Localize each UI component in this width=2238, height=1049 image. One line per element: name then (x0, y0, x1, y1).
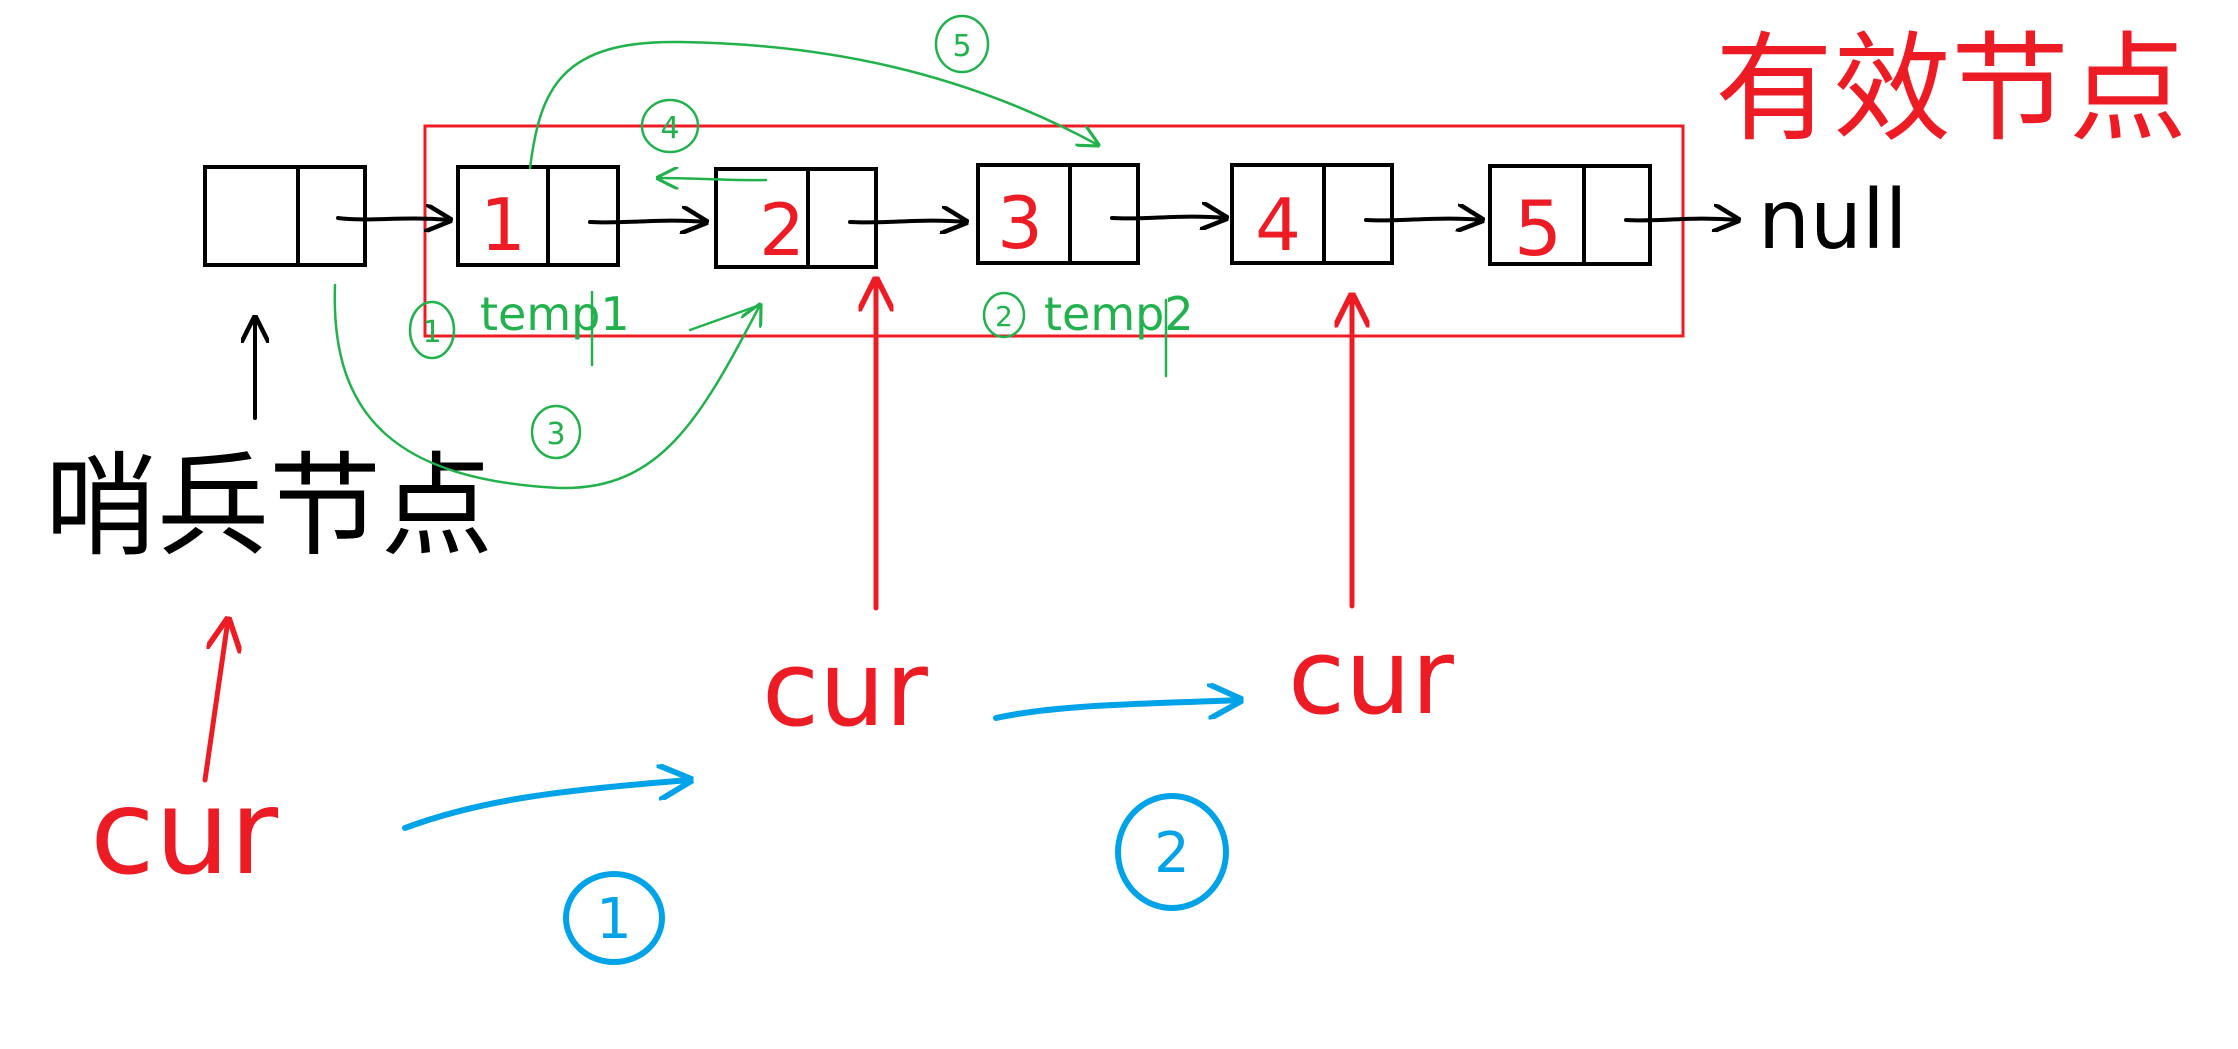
blue-step-2-number: 2 (1154, 821, 1190, 886)
green-step-2-circle (982, 291, 1026, 339)
blue-step-1-circle (563, 871, 665, 965)
list-node-3: 3 (976, 163, 1140, 265)
green-step-1-number: 1 (422, 315, 441, 350)
list-node-4: 4 (1230, 163, 1394, 267)
blue-move-arrow-2 (993, 700, 1240, 721)
list-node-2: 2 (714, 167, 878, 272)
node-value-3: 3 (997, 181, 1043, 265)
list-node-5: 5 (1488, 164, 1652, 273)
cur-label-1: cur (90, 763, 279, 901)
green-step-3-arrow (333, 283, 760, 490)
blue-step-2-circle (1115, 793, 1229, 911)
green-step-5-arrow (528, 40, 1098, 170)
sentinel-node-label: 哨兵节点 (45, 442, 493, 572)
node-value-5: 5 (1514, 184, 1562, 273)
green-step-4-number: 4 (660, 111, 679, 146)
null-label: null (1758, 173, 1908, 268)
green-step-5-circle (934, 14, 990, 74)
temp2-label: temp2 (1044, 287, 1194, 341)
node-value-1: 1 (480, 183, 526, 267)
next-arrow-2 (848, 221, 966, 223)
green-step-3-circle (530, 404, 582, 460)
next-arrow-1 (588, 221, 706, 223)
cur-arrow-1 (202, 620, 228, 783)
sentinel-node (203, 165, 367, 267)
temp1-label: temp1 (480, 287, 630, 341)
list-node-1: 1 (456, 165, 620, 267)
blue-move-arrow-1 (402, 780, 690, 831)
green-step-5-number: 5 (952, 29, 971, 64)
green-step-1-circle (408, 300, 456, 360)
cur-label-2: cur (762, 628, 928, 750)
green-step-3-tail (688, 303, 762, 332)
next-arrow-sentinel (336, 218, 450, 220)
cur-label-3: cur (1288, 616, 1454, 738)
green-step-3-number: 3 (546, 417, 565, 452)
valid-nodes-label: 有效节点 (1715, 20, 2187, 158)
green-step-2-number: 2 (995, 300, 1013, 333)
node-value-2: 2 (759, 188, 805, 272)
next-arrow-3 (1110, 217, 1226, 219)
node-value-4: 4 (1255, 183, 1301, 267)
green-step-4-arrow (658, 178, 768, 180)
next-arrow-4 (1364, 219, 1482, 221)
blue-step-1-number: 1 (596, 887, 632, 952)
green-step-4-circle (640, 98, 700, 154)
next-arrow-5 (1624, 219, 1738, 221)
